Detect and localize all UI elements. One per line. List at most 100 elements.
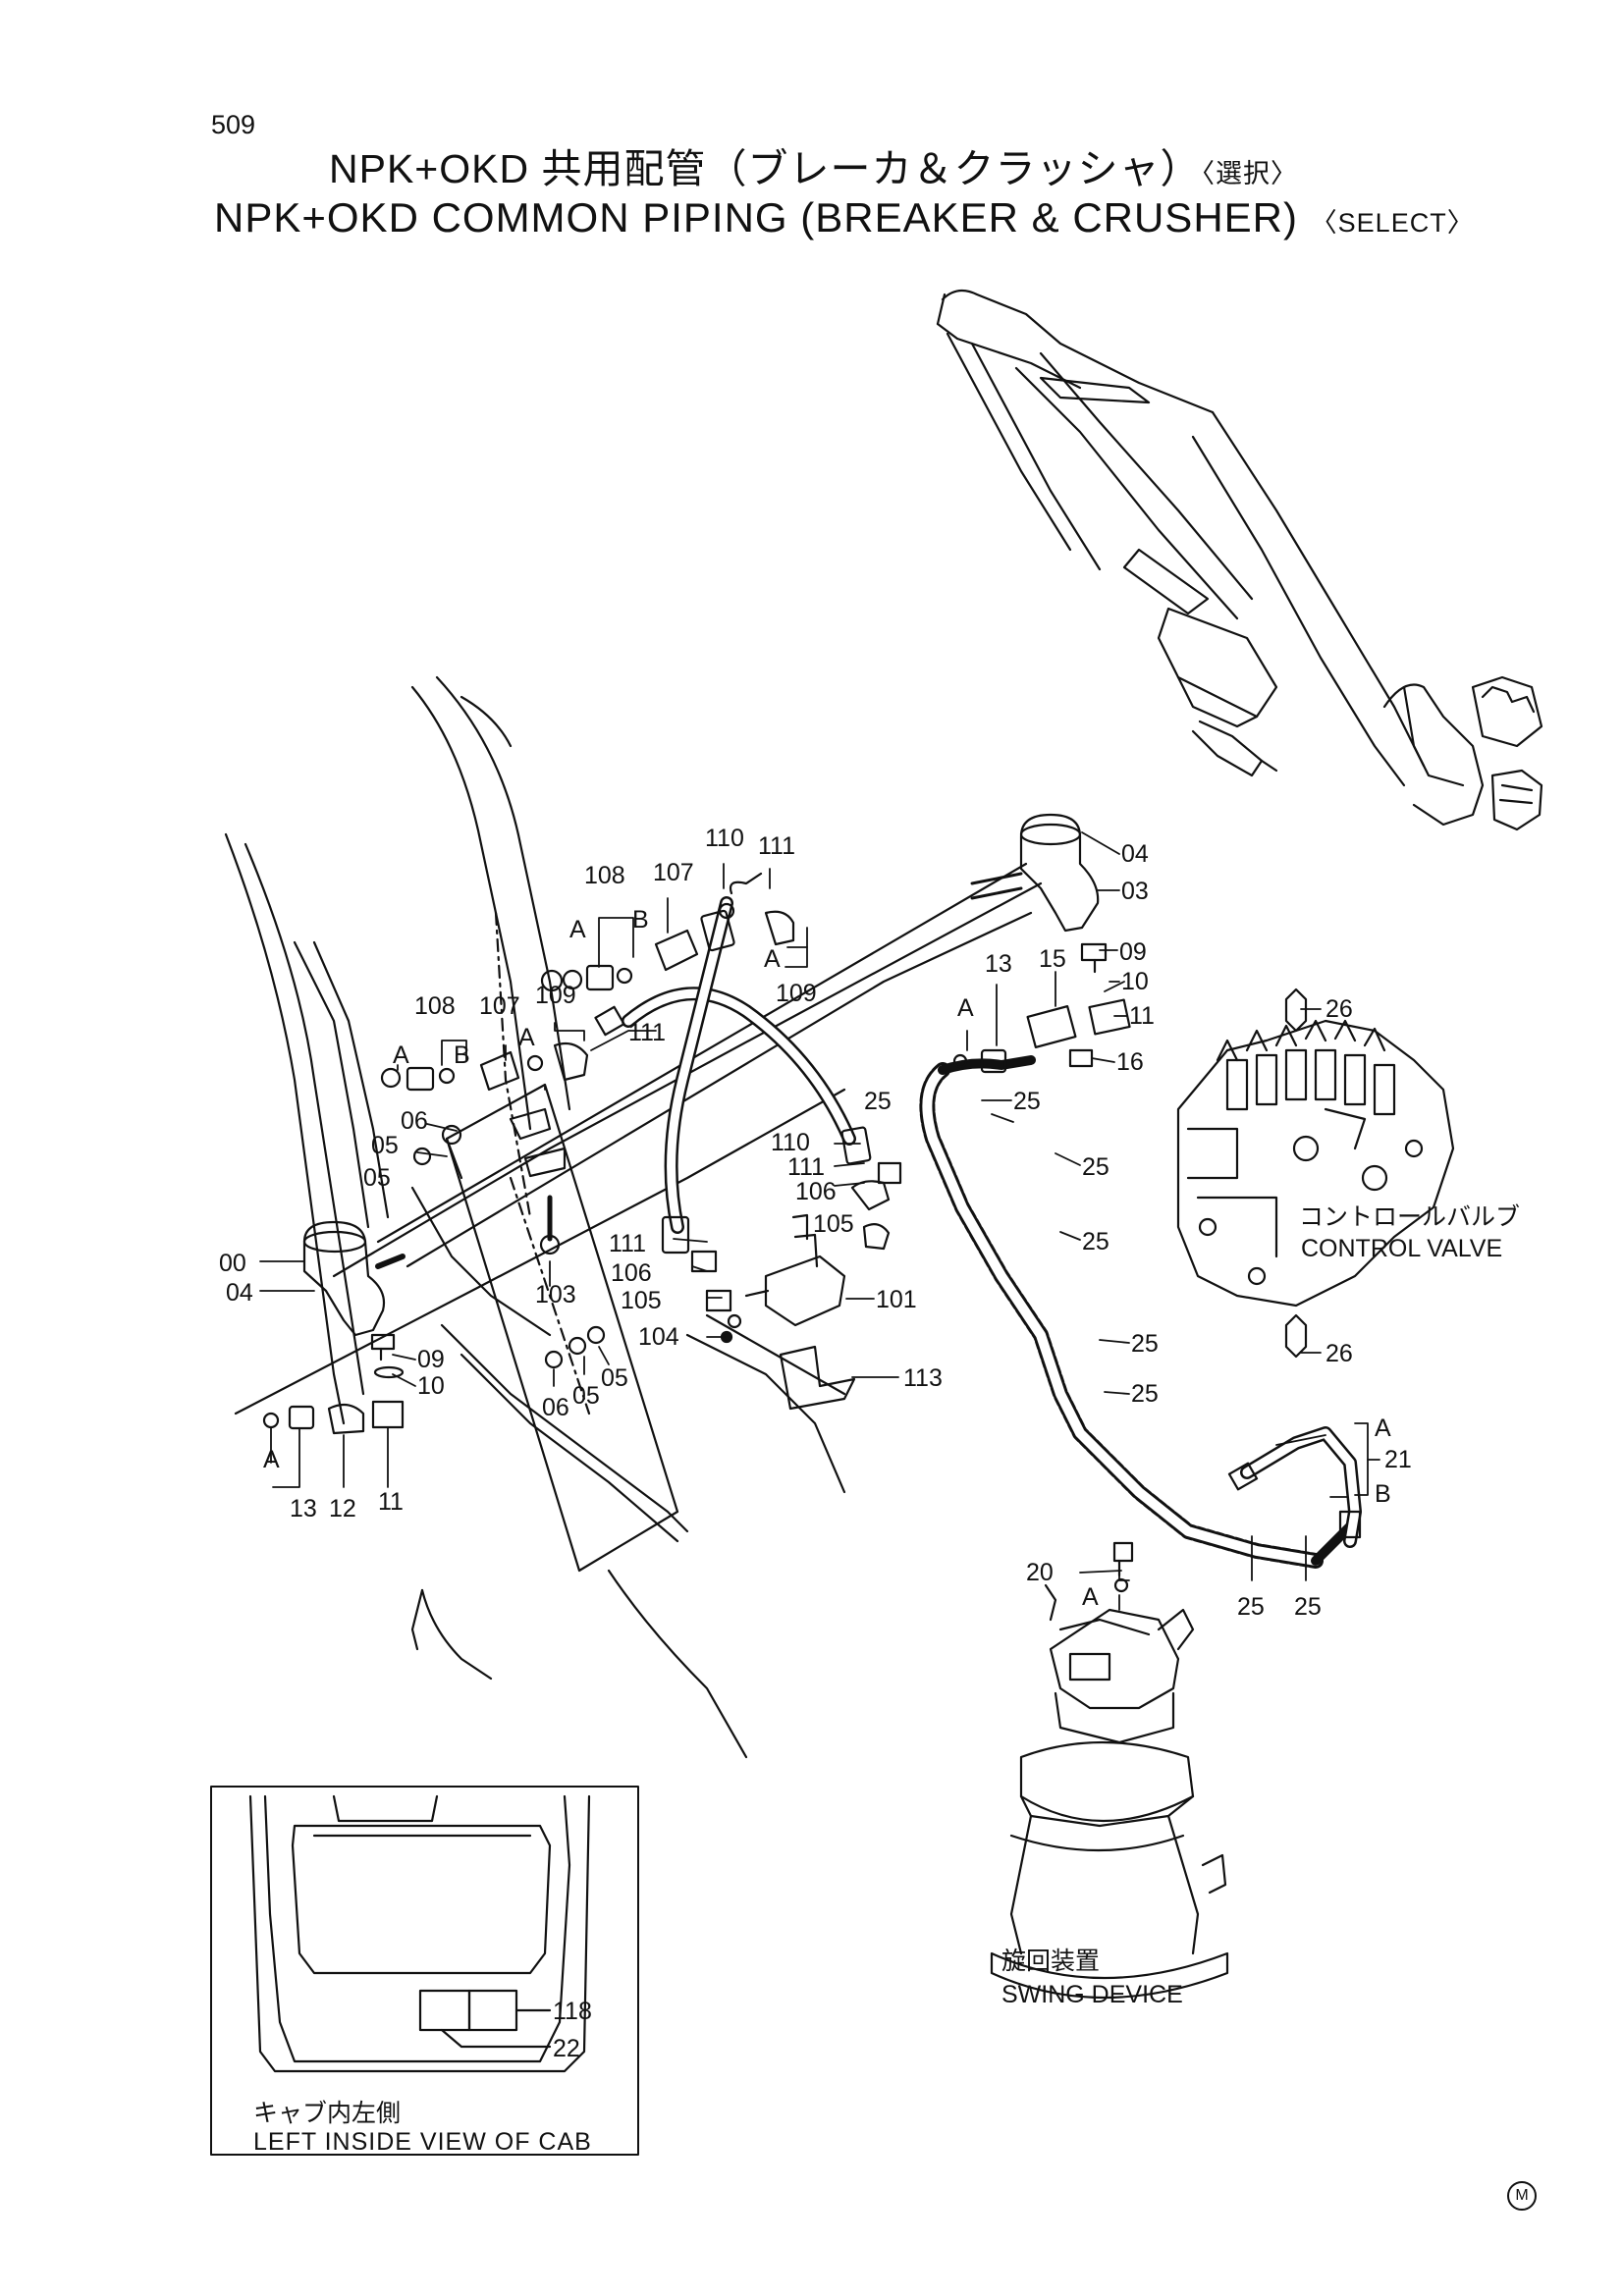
callout-20: 20 <box>1026 1559 1054 1586</box>
control-valve-caption-en: CONTROL VALVE <box>1301 1235 1502 1262</box>
cab-caption-en: LEFT INSIDE VIEW OF CAB <box>253 2128 592 2156</box>
swing-device-caption-en: SWING DEVICE <box>1001 1981 1183 2008</box>
callout-05: 05 <box>371 1132 399 1159</box>
leader-lines <box>259 831 1380 1611</box>
callout-13: 13 <box>985 950 1012 978</box>
title-japanese-select: 〈選択〉 <box>1201 159 1298 188</box>
callout-05: 05 <box>363 1164 391 1192</box>
callout-26: 26 <box>1325 1340 1353 1367</box>
callout-108: 108 <box>414 992 456 1020</box>
callout-11: 11 <box>378 1488 404 1516</box>
swing-device-illustration <box>990 1583 1229 2000</box>
callout-labels: 110 111 108 107 A B A 109 108 107 109 A … <box>219 825 1412 2062</box>
callout-25: 25 <box>1237 1593 1265 1621</box>
callout-A: A <box>518 1024 535 1051</box>
callout-110: 110 <box>771 1129 810 1156</box>
control-valve-caption-jp: コントロールバルブ <box>1299 1203 1520 1231</box>
bracket-113 <box>779 1345 856 1411</box>
callout-113: 113 <box>903 1364 943 1392</box>
callout-118: 118 <box>553 1998 592 2025</box>
title-english-select: 〈SELECT〉 <box>1310 208 1475 238</box>
callout-104: 104 <box>638 1323 679 1351</box>
m-mark: M <box>1507 2181 1537 2211</box>
callout-101: 101 <box>876 1286 917 1313</box>
callout-105: 105 <box>621 1287 662 1314</box>
callout-04: 04 <box>226 1279 253 1307</box>
leader-guides <box>494 911 591 1415</box>
callout-12: 12 <box>329 1495 356 1522</box>
callout-109: 109 <box>776 980 817 1007</box>
callout-15: 15 <box>1039 945 1066 973</box>
callout-103: 103 <box>535 1281 576 1308</box>
callout-10: 10 <box>417 1372 445 1400</box>
chain-hose <box>919 1055 1355 1569</box>
callout-09: 09 <box>417 1346 445 1373</box>
callout-25: 25 <box>1131 1380 1159 1408</box>
title-japanese: NPK+OKD 共用配管（ブレーカ＆クラッシャ）〈選択〉 <box>329 135 1298 194</box>
callout-06: 06 <box>542 1394 569 1421</box>
pilot-hoses <box>622 872 856 1234</box>
callout-06: 06 <box>401 1107 428 1135</box>
callout-25: 25 <box>864 1088 892 1115</box>
callout-16: 16 <box>1116 1048 1144 1076</box>
callout-11: 11 <box>1129 1002 1155 1030</box>
diagram-captions: コントロールバルブ CONTROL VALVE 旋回装置 SWING DEVIC… <box>1001 1203 1520 2008</box>
callout-107: 107 <box>653 859 694 886</box>
callout-111: 111 <box>609 1230 646 1257</box>
hose-21 <box>1227 1426 1362 1548</box>
machine-frame-lines <box>224 675 846 1759</box>
callout-22: 22 <box>553 2035 580 2062</box>
cab-caption-jp: キャブ内左側 <box>253 2100 402 2127</box>
callout-A: A <box>263 1446 280 1473</box>
callout-25: 25 <box>1013 1088 1041 1115</box>
callout-05: 05 <box>601 1364 628 1392</box>
callout-109: 109 <box>535 982 576 1009</box>
callout-110: 110 <box>705 825 744 852</box>
callout-106: 106 <box>611 1259 652 1287</box>
valve-04-00-left <box>302 1220 406 1337</box>
callout-105: 105 <box>813 1210 854 1238</box>
callout-05: 05 <box>572 1382 600 1410</box>
page-number: 509 <box>211 110 256 139</box>
callout-04: 04 <box>1121 840 1149 868</box>
callout-111: 111 <box>758 832 795 860</box>
hose-fittings-vertical <box>661 909 902 1312</box>
swing-device-caption-jp: 旋回装置 <box>1001 1948 1100 1975</box>
callout-A: A <box>957 994 974 1022</box>
callout-A: A <box>764 945 781 973</box>
callout-10: 10 <box>1121 968 1149 995</box>
cab-inset-illustration <box>210 1786 639 2156</box>
callout-B: B <box>632 906 649 934</box>
callout-21: 21 <box>1384 1446 1412 1473</box>
callout-A: A <box>393 1041 409 1069</box>
callout-108: 108 <box>584 862 625 889</box>
callout-A: A <box>1082 1583 1099 1611</box>
callout-A: A <box>1375 1415 1391 1442</box>
callout-09: 09 <box>1119 938 1147 966</box>
callout-111: 111 <box>628 1019 666 1046</box>
boom-arm-breaker-illustration <box>936 289 1543 831</box>
callout-B: B <box>454 1041 470 1069</box>
callout-26: 26 <box>1325 995 1353 1023</box>
callout-03: 03 <box>1121 878 1149 905</box>
control-valve-illustration <box>1176 1019 1455 1308</box>
callout-107: 107 <box>479 992 520 1020</box>
callout-25: 25 <box>1131 1330 1159 1358</box>
title-english-main: NPK+OKD COMMON PIPING (BREAKER & CRUSHER… <box>214 194 1298 240</box>
callout-25: 25 <box>1082 1153 1109 1181</box>
valve-04-03-upper <box>970 813 1100 933</box>
title-english: NPK+OKD COMMON PIPING (BREAKER & CRUSHER… <box>214 194 1475 241</box>
callout-25: 25 <box>1294 1593 1322 1621</box>
callout-A: A <box>569 916 586 943</box>
callout-B: B <box>1375 1480 1391 1508</box>
main-pilot-line <box>234 862 1043 1415</box>
callout-13: 13 <box>290 1495 317 1522</box>
callout-00: 00 <box>219 1250 246 1277</box>
callout-25: 25 <box>1082 1228 1109 1255</box>
callout-106: 106 <box>795 1178 837 1205</box>
bracket-plate <box>445 1083 679 1573</box>
valve-block-101 <box>720 1180 891 1344</box>
callout-111: 111 <box>787 1153 825 1181</box>
title-japanese-main: NPK+OKD 共用配管（ブレーカ＆クラッシャ） <box>329 146 1202 191</box>
